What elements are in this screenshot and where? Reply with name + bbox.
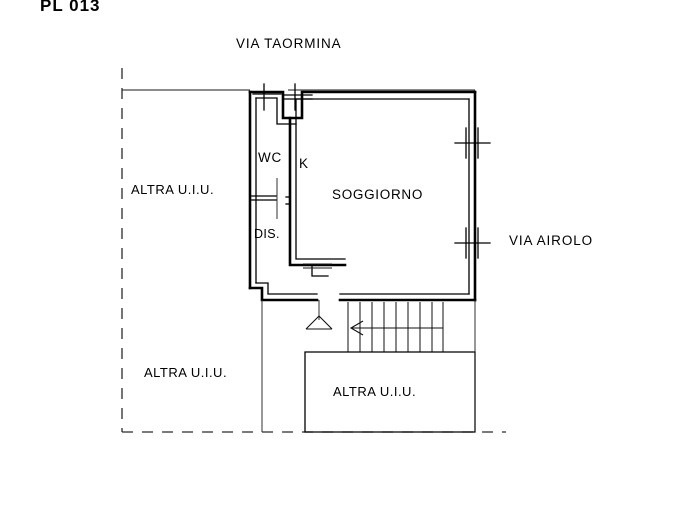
room-label-kitchen: K <box>299 156 309 171</box>
window-right-1 <box>454 127 491 159</box>
stair-direction-arrow <box>349 320 443 336</box>
plan-header-label: PL 013 <box>40 0 101 15</box>
building-outline <box>248 90 477 302</box>
staircase <box>347 302 444 352</box>
lot-dividers <box>261 300 476 432</box>
room-label-living: SOGGIORNO <box>332 187 423 202</box>
street-label-top: VIA TAORMINA <box>236 36 342 51</box>
adjacent-unit-label-left-upper: ALTRA U.I.U. <box>131 182 214 197</box>
window-top-1 <box>252 83 282 111</box>
adjacent-unit-label-stair-block: ALTRA U.I.U. <box>333 384 416 399</box>
interior-partitions <box>249 116 347 267</box>
room-label-wc: WC <box>258 150 282 165</box>
door-swing-icon <box>305 300 333 330</box>
entry-threshold <box>303 263 332 277</box>
window-top-2 <box>283 83 313 111</box>
room-label-corridor: DIS. <box>254 227 280 241</box>
street-label-right: VIA AIROLO <box>509 233 593 248</box>
adjacent-unit-label-left-lower: ALTRA U.I.U. <box>144 365 227 380</box>
window-right-2 <box>454 227 491 259</box>
